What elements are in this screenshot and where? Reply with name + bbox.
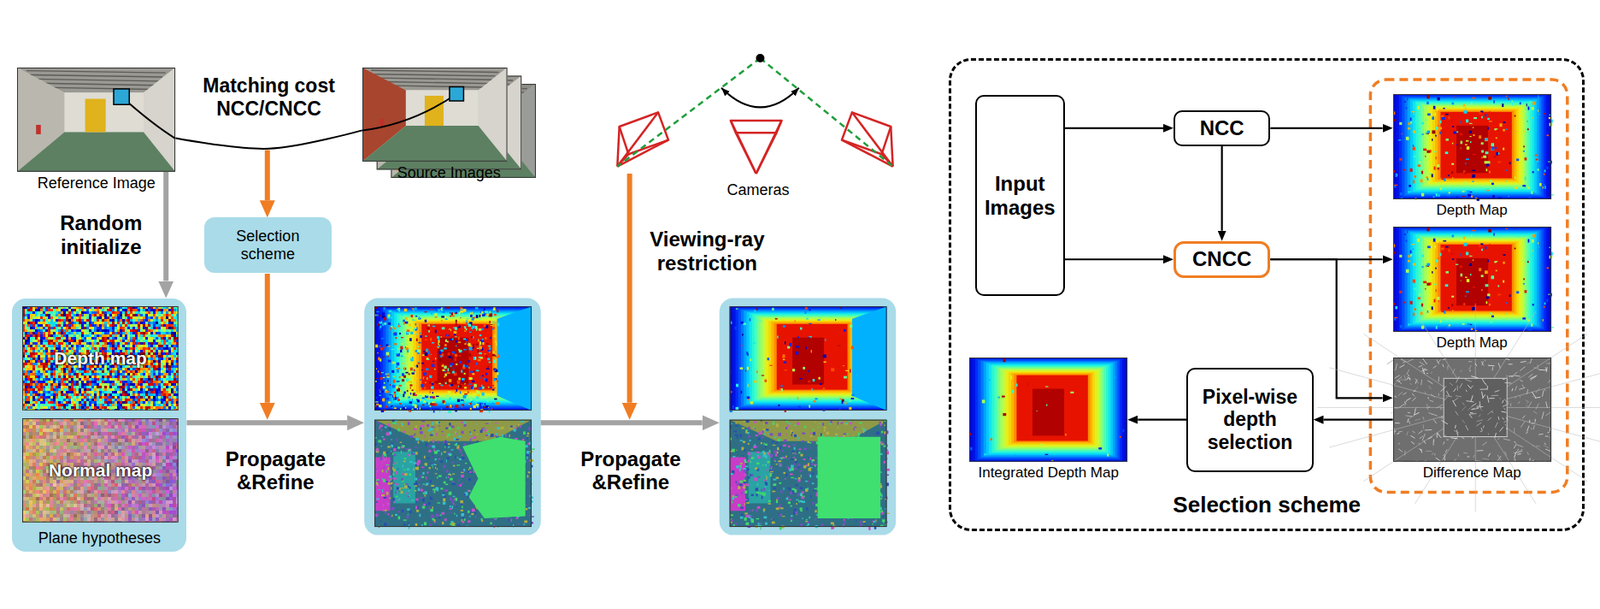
figure: Reference ImageSource ImagesSelection sc… [0,0,1600,609]
